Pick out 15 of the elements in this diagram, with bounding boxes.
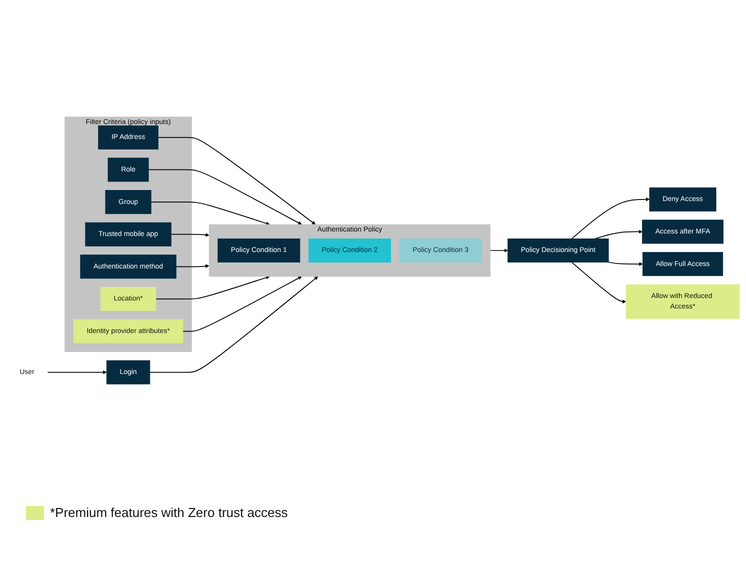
arrow	[150, 201, 270, 225]
arrow	[170, 232, 210, 236]
arrow	[594, 229, 642, 239]
legend-text: *Premium features with Zero trust access	[50, 505, 288, 520]
arrow	[176, 264, 210, 268]
arrow	[47, 370, 107, 374]
arrow	[148, 168, 302, 224]
arrow	[182, 276, 302, 332]
arrow	[571, 197, 650, 239]
arrow	[158, 136, 316, 224]
arrow	[490, 248, 508, 252]
arrow	[149, 276, 318, 372]
arrow	[155, 275, 270, 299]
arrow	[608, 261, 643, 266]
arrow	[571, 261, 626, 303]
